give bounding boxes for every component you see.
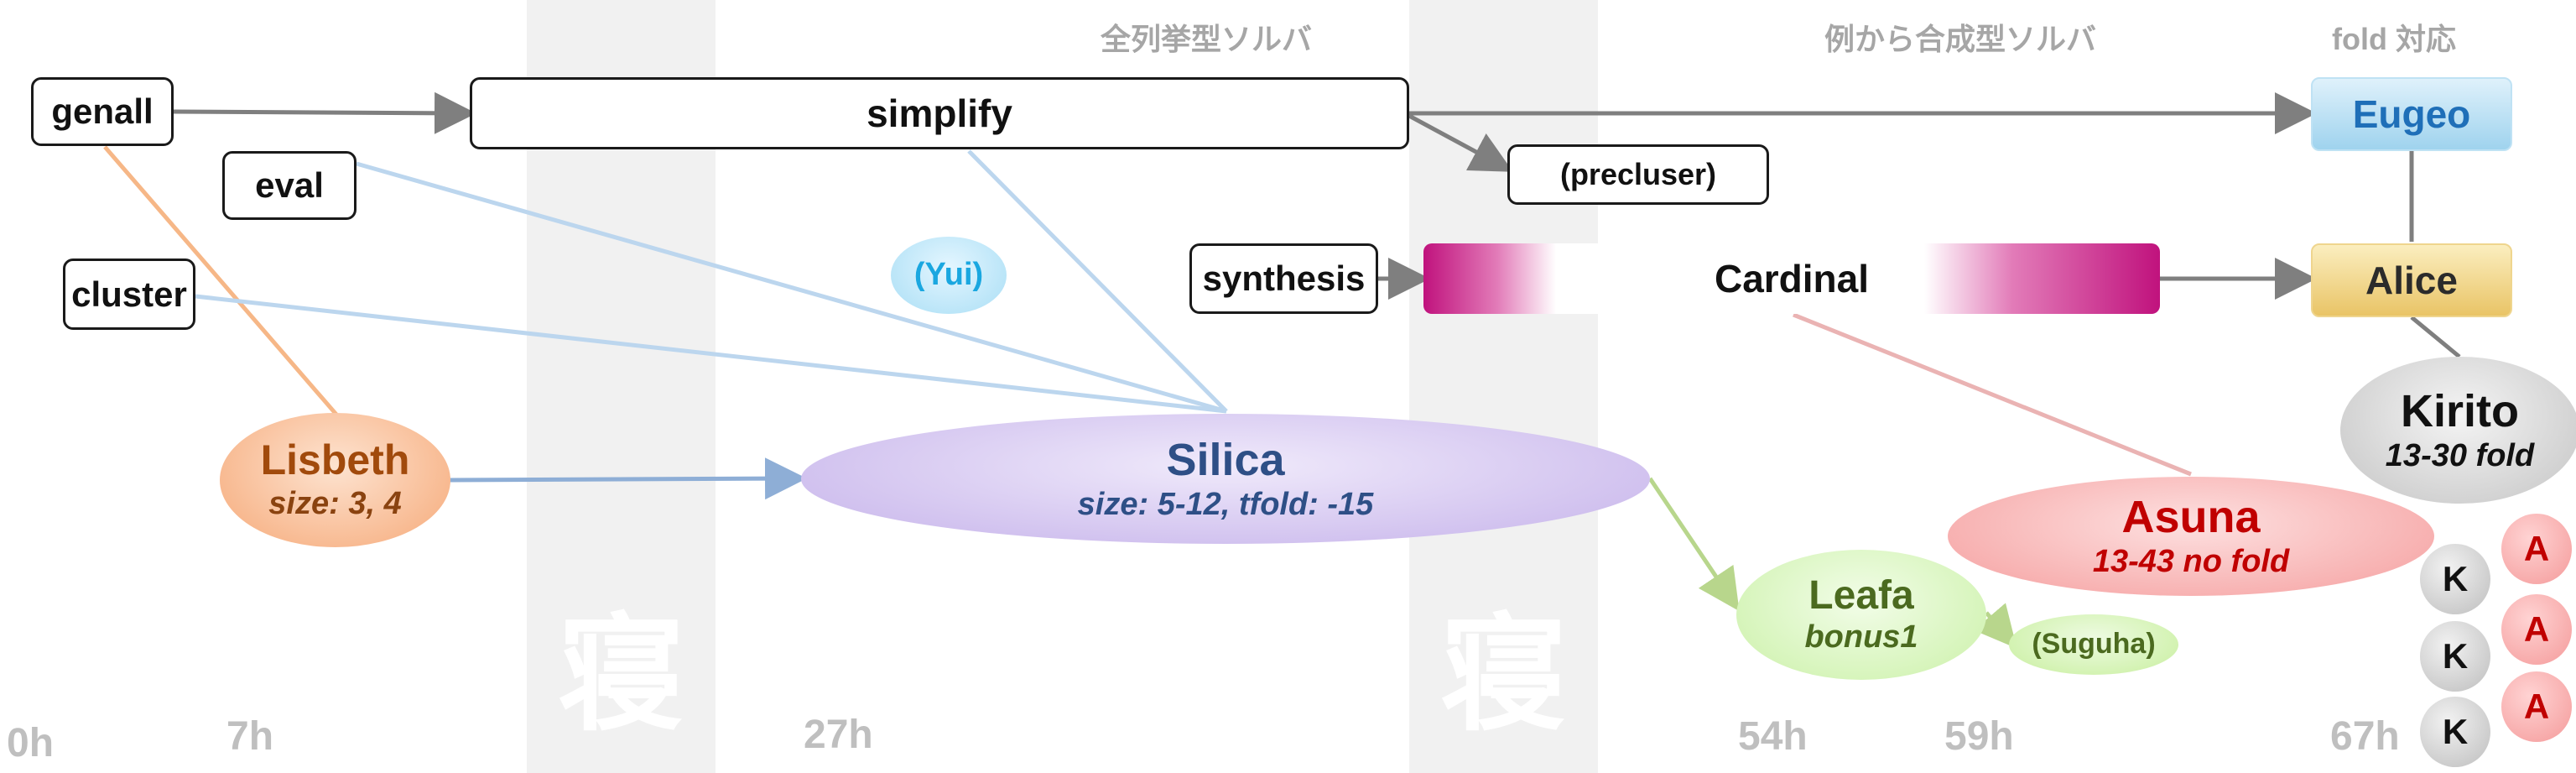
lisbeth-size: size: 3, 4 bbox=[268, 485, 402, 521]
k-circle-2: K bbox=[2420, 621, 2490, 692]
header-example-solver: 例から合成型ソルバ bbox=[1824, 22, 2097, 56]
node-eugeo: Eugeo bbox=[2311, 77, 2512, 151]
sleep-glyph-1: 寝 bbox=[558, 603, 684, 749]
arrow-leafa-suguha bbox=[1973, 603, 2017, 649]
time-label-0h: 0h bbox=[7, 721, 55, 765]
a-circle-3: A bbox=[2501, 671, 2572, 742]
node-leafa: Leafa bonus1 bbox=[1736, 550, 1986, 680]
lisbeth-name: Lisbeth bbox=[260, 436, 410, 484]
arrow-lisbeth-silica bbox=[448, 457, 807, 500]
asuna-range: 13-43 no fold bbox=[2092, 544, 2290, 580]
node-cardinal: Cardinal bbox=[1423, 243, 2160, 314]
node-cluster: cluster bbox=[63, 259, 195, 330]
node-lisbeth: Lisbeth size: 3, 4 bbox=[220, 413, 450, 547]
kirito-name: Kirito bbox=[2401, 385, 2519, 436]
a-circle-2: A bbox=[2501, 594, 2572, 665]
line-cluster-silica bbox=[195, 294, 1227, 414]
time-label-27h: 27h bbox=[804, 713, 873, 757]
sleep-band-2 bbox=[1409, 0, 1598, 773]
kirito-range: 13-30 fold bbox=[2385, 437, 2535, 473]
leafa-bonus: bonus1 bbox=[1804, 619, 1918, 655]
yui-label: (Yui) bbox=[913, 257, 984, 293]
k-circle-1: K bbox=[2420, 544, 2490, 614]
line-simplify-silica bbox=[967, 149, 1228, 413]
leafa-name: Leafa bbox=[1808, 573, 1914, 619]
arrow-genall-simplify bbox=[173, 91, 476, 134]
node-synthesis: synthesis bbox=[1189, 243, 1378, 314]
header-fold: fold 対応 bbox=[2332, 22, 2456, 56]
node-suguha: (Suguha) bbox=[2009, 614, 2178, 675]
asuna-name: Asuna bbox=[2121, 492, 2261, 543]
node-simplify: simplify bbox=[470, 77, 1409, 149]
arrow-silica-leafa bbox=[1647, 477, 1740, 612]
node-yui: (Yui) bbox=[891, 237, 1007, 314]
silica-size: size: 5-12, tfold: -15 bbox=[1077, 486, 1374, 522]
a-circle-1: A bbox=[2501, 514, 2572, 584]
line-eval-silica bbox=[356, 161, 1227, 414]
silica-name: Silica bbox=[1166, 434, 1285, 485]
node-genall: genall bbox=[31, 77, 174, 146]
k-circle-3: K bbox=[2420, 697, 2490, 767]
line-genall-lisbeth bbox=[103, 145, 339, 417]
node-kirito: Kirito 13-30 fold bbox=[2340, 357, 2576, 504]
sleep-glyph-2: 寝 bbox=[1440, 603, 1567, 749]
line-cardinal-asuna bbox=[1793, 312, 2192, 477]
header-enum-solver: 全列挙型ソルバ bbox=[1101, 22, 1313, 56]
time-label-67h: 67h bbox=[2330, 714, 2400, 759]
node-eval: eval bbox=[222, 151, 356, 220]
line-alice-kirito bbox=[2410, 316, 2461, 358]
arrow-simplify-precluser bbox=[1408, 113, 1513, 172]
node-precluser: (precluser) bbox=[1507, 144, 1769, 205]
time-label-59h: 59h bbox=[1944, 714, 2014, 759]
node-silica: Silica size: 5-12, tfold: -15 bbox=[801, 414, 1650, 544]
suguha-label: (Suguha) bbox=[2032, 628, 2156, 661]
time-label-7h: 7h bbox=[226, 714, 274, 759]
time-label-54h: 54h bbox=[1738, 714, 1808, 759]
node-alice: Alice bbox=[2311, 243, 2512, 317]
node-asuna: Asuna 13-43 no fold bbox=[1948, 477, 2434, 596]
